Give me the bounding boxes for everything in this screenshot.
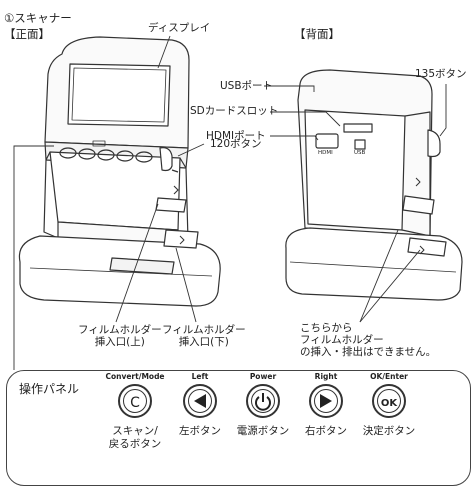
- svg-text:C: C: [130, 395, 140, 411]
- hdmi-port-label: HDMIポート: [206, 130, 266, 142]
- no-insert-note: こちらからフィルムホルダーの挿入・排出はできません。: [300, 322, 437, 359]
- svg-text:OK: OK: [381, 398, 399, 409]
- usb-small-label: USB: [354, 150, 366, 156]
- button120-label: 120ボタン: [210, 138, 262, 150]
- front-view-label: 【正面】: [4, 27, 50, 41]
- ok-icon: OK: [381, 398, 399, 409]
- panel-title: 操作パネル: [19, 382, 80, 396]
- back-view-label: 【背面】: [294, 27, 340, 41]
- usb-port-label: USBポート: [220, 80, 274, 92]
- ok-caption: 決定ボタン: [362, 425, 416, 437]
- power-tag: Power: [249, 372, 277, 381]
- left-tag: Left: [191, 372, 209, 381]
- holder-lower-label: フィルムホルダー挿入口(下): [162, 324, 246, 349]
- holder-upper-label: フィルムホルダー挿入口(上): [78, 324, 162, 349]
- display-label: ディスプレイ: [148, 22, 211, 34]
- scan-back-caption: スキャン/戻るボタン: [108, 425, 162, 450]
- sd-slot-label: SDカードスロット: [190, 105, 279, 117]
- front-scanner: [18, 36, 221, 307]
- ok-enter-tag: OK/Enter: [370, 372, 408, 381]
- left-triangle-icon: [194, 394, 206, 408]
- back-scanner: [285, 69, 463, 301]
- right-tag: Right: [314, 372, 338, 381]
- scan-back-button[interactable]: C: [118, 384, 152, 418]
- right-caption: 右ボタン: [305, 425, 347, 437]
- button135-label: 135ボタン: [415, 68, 467, 80]
- figure-title: ①スキャナー: [4, 11, 72, 25]
- right-triangle-icon: [320, 394, 332, 408]
- right-button[interactable]: [309, 384, 343, 418]
- power-icon: [255, 393, 271, 411]
- c-letter-icon: C: [130, 395, 140, 411]
- left-button[interactable]: [183, 384, 217, 418]
- power-button[interactable]: [246, 384, 280, 418]
- power-caption: 電源ボタン: [236, 425, 290, 437]
- operation-panel: 操作パネル Convert/Mode C スキャン/戻るボタン Left 左ボタ…: [6, 370, 471, 486]
- hdmi-small-label: HDMI: [318, 150, 333, 156]
- left-caption: 左ボタン: [179, 425, 221, 437]
- ok-button[interactable]: OK: [372, 384, 406, 418]
- convert-mode-tag: Convert/Mode: [105, 372, 165, 381]
